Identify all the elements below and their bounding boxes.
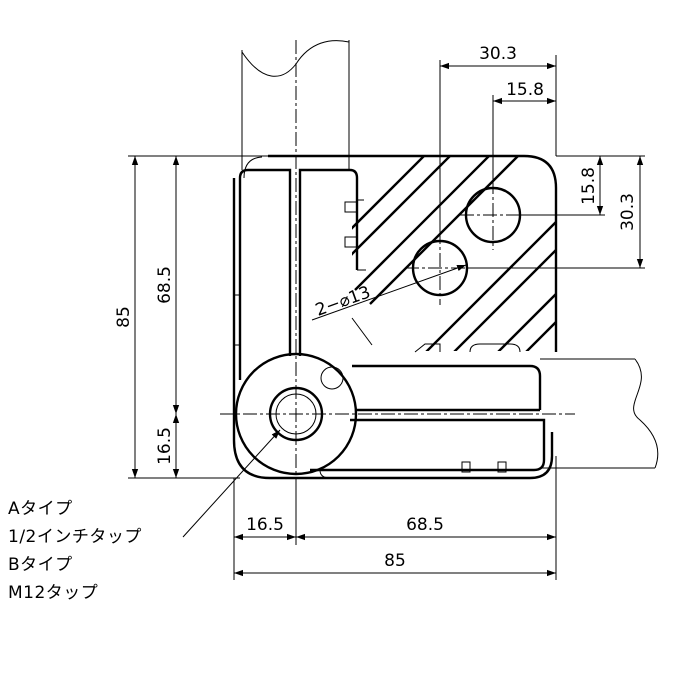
center-lines (220, 40, 575, 490)
extension-lines (128, 55, 645, 580)
vertical-clamp (234, 168, 366, 380)
mounting-holes (411, 186, 522, 297)
plate-chamfer (351, 317, 373, 346)
dim-top-inner: 15.8 (506, 80, 544, 100)
note-b-tap: M12タップ (8, 583, 98, 603)
dim-bottom-total: 85 (384, 551, 406, 571)
hole-callout: 2−⌀13 (313, 282, 373, 320)
fitting-outline (232, 154, 558, 480)
dim-right-inner: 15.8 (579, 167, 599, 205)
horizontal-pipe (540, 358, 659, 469)
dimension-lines (131, 62, 644, 577)
note-a-type: Aタイプ (8, 499, 73, 519)
leader-lines (182, 264, 467, 538)
horizontal-clamp (310, 343, 546, 479)
dim-left-inner: 68.5 (155, 266, 175, 304)
type-notes: Aタイプ 1/2インチタップ Bタイプ M12タップ (8, 499, 142, 603)
dim-right-outer: 30.3 (618, 193, 638, 231)
note-b-type: Bタイプ (8, 555, 73, 575)
dim-left-bottom: 16.5 (155, 427, 175, 465)
dimension-labels: 30.3 15.8 15.8 30.3 85 68.5 16.5 16.5 68… (114, 44, 638, 571)
dim-top-outer: 30.3 (479, 44, 517, 64)
note-a-tap: 1/2インチタップ (8, 527, 142, 547)
dim-left-outer: 85 (114, 306, 134, 328)
dim-bottom-mid: 68.5 (406, 515, 444, 535)
dim-bottom-left: 16.5 (246, 515, 284, 535)
hatched-plate (329, 155, 556, 351)
